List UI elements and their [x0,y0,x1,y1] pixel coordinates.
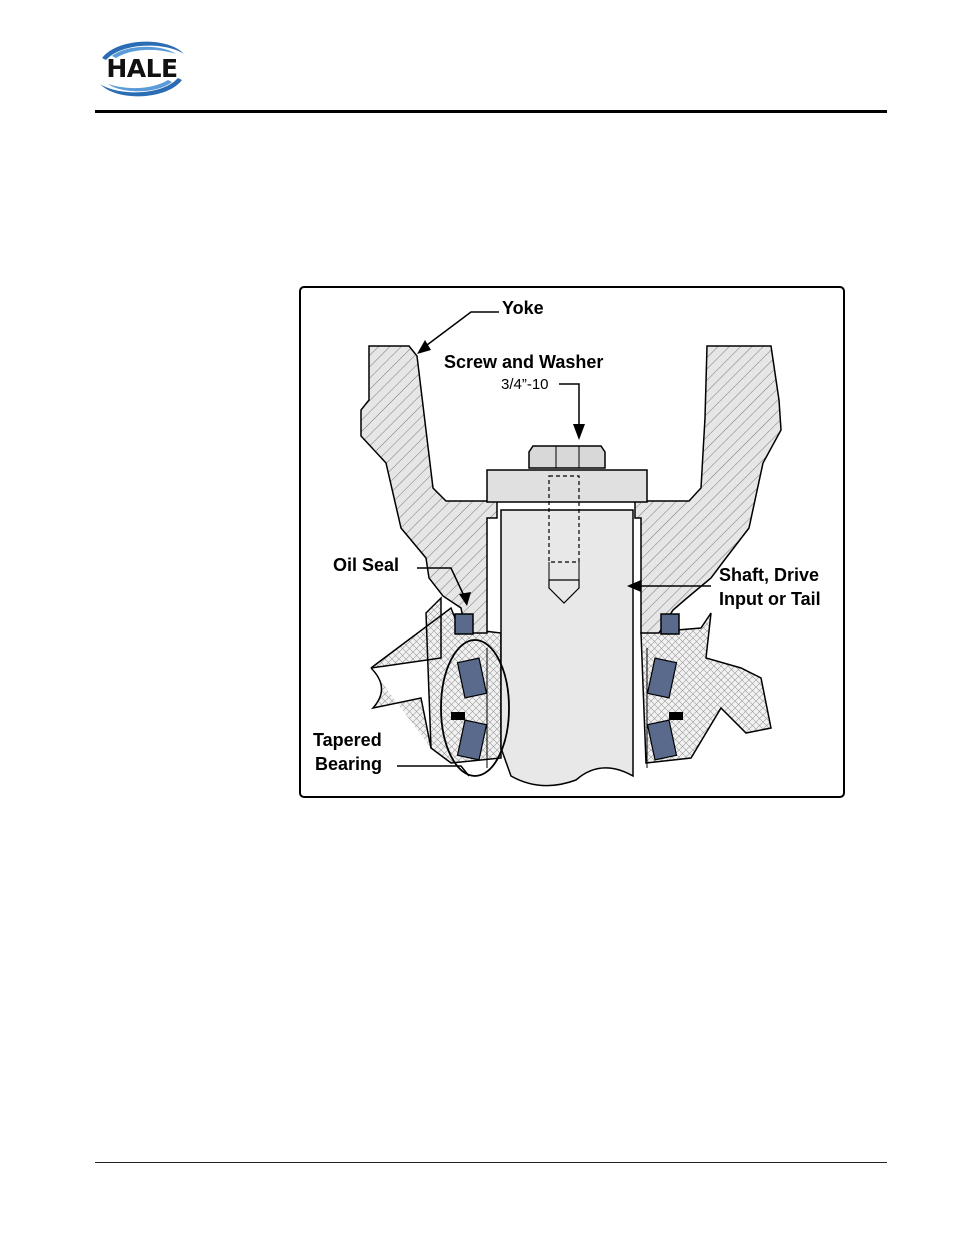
yoke-assembly-figure: Yoke Screw and Washer 3/4”-10 Oil Seal S… [299,286,845,798]
bolt-head [529,446,605,468]
label-yoke: Yoke [502,296,544,320]
label-thread-size: 3/4”-10 [501,373,549,397]
label-oil-seal: Oil Seal [333,553,399,577]
yoke-cap [487,470,647,502]
hale-logo: HALE [92,36,192,102]
label-shaft-line2: Input or Tail [719,587,821,611]
logo-wordmark: HALE [92,54,192,83]
label-bearing-line1: Tapered [313,728,382,752]
yoke-left [361,346,497,633]
oil-seal-left [455,614,473,634]
label-screw-and-washer: Screw and Washer [444,350,603,374]
footer-rule [95,1162,887,1163]
label-shaft-line1: Shaft, Drive [719,563,819,587]
shaft [501,510,633,786]
header-rule [95,110,887,113]
label-bearing-line2: Bearing [315,752,382,776]
oil-seal-right [661,614,679,634]
